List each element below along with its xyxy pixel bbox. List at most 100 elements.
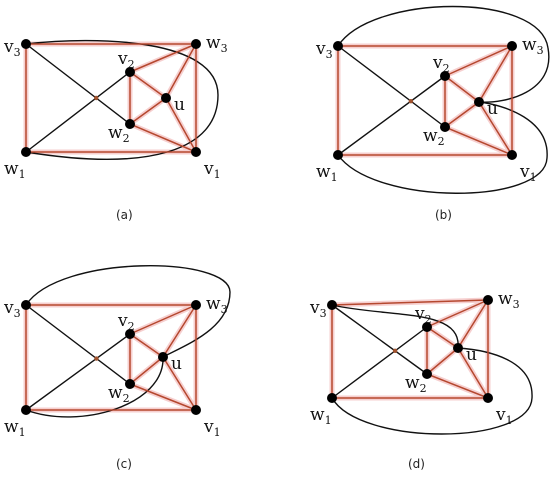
vertex-label-main: u xyxy=(174,95,185,115)
edge-v3-w2 xyxy=(331,304,428,375)
vertex-label-main: w xyxy=(423,126,438,146)
vertex-label-main: w xyxy=(310,405,325,425)
edge-u-w3 xyxy=(162,304,197,358)
edge-v2-u xyxy=(426,326,459,349)
vertex-label-main: v xyxy=(315,39,326,59)
edge-v3-v1-outer-curve xyxy=(337,5,550,103)
edge-w2-u xyxy=(129,356,164,385)
edge-u-v1 xyxy=(457,347,489,399)
edge-v3-w2 xyxy=(25,43,131,125)
vertex-u xyxy=(161,93,171,103)
vertex-w3 xyxy=(507,41,517,51)
vertex-label-v2: v2 xyxy=(117,311,135,333)
crossing-point xyxy=(94,95,99,101)
vertex-label-w2: w2 xyxy=(108,123,130,145)
edge-w1-u-outer-curve xyxy=(331,347,533,435)
vertex-w1 xyxy=(21,147,31,157)
edge-v2-u xyxy=(129,71,167,99)
edge-w1-v2 xyxy=(25,71,131,153)
edge-v3-v1-curve xyxy=(25,39,219,160)
vertex-label-main: v xyxy=(309,298,320,318)
vertex-w1 xyxy=(327,393,337,403)
vertex-v3 xyxy=(21,39,31,49)
edge-u-w3 xyxy=(478,45,513,103)
vertex-label-subscript: 1 xyxy=(214,426,221,439)
vertex-label-main: u xyxy=(487,99,498,119)
vertex-v2 xyxy=(125,67,135,77)
vertex-label-main: w xyxy=(522,35,537,55)
vertex-label-w3: w3 xyxy=(498,289,520,311)
vertex-label-subscript: 2 xyxy=(128,58,135,71)
vertex-label-subscript: 2 xyxy=(420,382,427,395)
vertex-label-subscript: 1 xyxy=(214,168,221,181)
vertex-label-main: u xyxy=(171,354,182,374)
vertex-w2 xyxy=(440,122,450,132)
vertex-w2 xyxy=(125,379,135,389)
vertex-label-subscript: 1 xyxy=(506,414,513,427)
edge-w1-v1-outer-curve xyxy=(337,101,548,194)
vertex-label-main: w xyxy=(108,383,123,403)
edge-w1-v2 xyxy=(331,326,428,399)
edge-v3-u-outer-curve xyxy=(25,265,231,358)
vertex-v3 xyxy=(21,300,31,310)
vertex-label-main: w xyxy=(4,417,19,437)
vertex-label-main: u xyxy=(466,345,477,365)
vertex-label-w1: w1 xyxy=(316,162,338,184)
edge-w2-v1 xyxy=(129,383,197,411)
vertex-label-u: u xyxy=(174,95,185,115)
vertex-label-u: u xyxy=(171,354,182,374)
vertex-w3 xyxy=(483,295,493,305)
vertex-label-subscript: 2 xyxy=(123,132,130,145)
crossing-point xyxy=(94,356,99,361)
vertex-u xyxy=(474,97,484,107)
edge-v2-w3 xyxy=(129,43,197,73)
edge-v2-u xyxy=(444,75,480,103)
vertex-label-subscript: 2 xyxy=(443,62,450,75)
vertex-label-v2: v2 xyxy=(414,304,432,326)
vertex-v3 xyxy=(333,41,343,51)
edge-w2-u xyxy=(444,101,480,128)
vertex-label-w1: w1 xyxy=(4,159,26,181)
panel-caption-a: (a) xyxy=(116,208,133,222)
edge-u-w3 xyxy=(457,299,489,349)
vertex-label-subscript: 1 xyxy=(19,168,26,181)
vertex-label-main: w xyxy=(405,373,420,393)
edge-v3-w2 xyxy=(25,304,131,385)
vertex-w2 xyxy=(125,119,135,129)
vertex-label-main: w xyxy=(316,162,331,182)
panel-caption-d: (d) xyxy=(408,457,425,471)
vertex-label-main: v xyxy=(203,159,214,179)
vertex-label-subscript: 2 xyxy=(123,392,130,405)
edge-v2-u xyxy=(129,333,164,358)
vertex-w3 xyxy=(191,300,201,310)
vertex-label-main: v xyxy=(3,298,14,318)
vertex-label-main: w xyxy=(206,294,221,314)
vertex-label-w1: w1 xyxy=(310,405,332,427)
vertex-label-subscript: 3 xyxy=(320,307,327,320)
vertex-label-main: v xyxy=(117,311,128,331)
vertex-v2 xyxy=(440,71,450,81)
edge-w1-v2 xyxy=(337,75,446,156)
vertex-label-subscript: 2 xyxy=(128,320,135,333)
vertex-w1 xyxy=(333,150,343,160)
vertex-label-w2: w2 xyxy=(108,383,130,405)
edge-u-v1 xyxy=(478,101,513,156)
vertex-label-main: v xyxy=(519,162,530,182)
vertex-v2 xyxy=(422,322,432,332)
vertex-label-main: w xyxy=(206,33,221,53)
crossing-point xyxy=(408,98,414,104)
edge-w1-w2-curve xyxy=(25,356,164,418)
vertex-label-w3: w3 xyxy=(206,294,228,316)
vertex-w2 xyxy=(422,369,432,379)
vertex-v1 xyxy=(483,393,493,403)
edge-w1-v2 xyxy=(25,333,131,411)
vertex-label-main: v xyxy=(432,53,443,73)
panel-caption-c: (c) xyxy=(116,457,132,471)
vertex-label-subscript: 1 xyxy=(325,414,332,427)
vertex-label-u: u xyxy=(466,345,477,365)
vertex-v2 xyxy=(125,329,135,339)
edge-w2-v1 xyxy=(129,123,197,153)
